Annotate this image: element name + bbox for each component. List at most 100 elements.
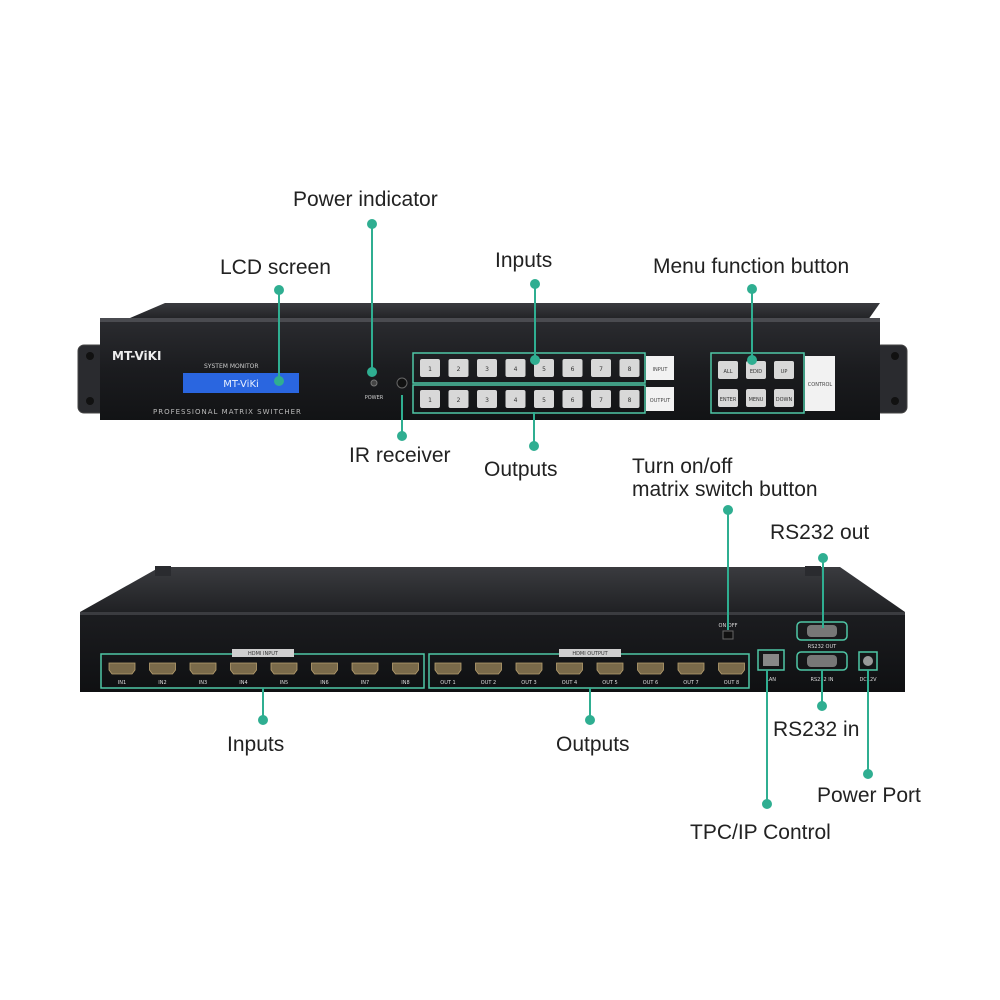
callout-outputs-rear: Outputs <box>556 733 630 756</box>
menu-button-menu[interactable] <box>746 389 766 407</box>
hdmi-input-title: HDMI INPUT <box>248 651 279 657</box>
input-button-8[interactable] <box>619 359 640 377</box>
hdmi-output-port-label: OUT 3 <box>521 680 536 686</box>
input-button-5[interactable] <box>534 359 554 377</box>
menu-button-edid[interactable] <box>746 361 766 379</box>
hdmi-output-port-8 <box>718 662 745 675</box>
hdmi-output-port-3 <box>515 662 543 675</box>
rear-unit-top <box>80 567 905 612</box>
leader-dot <box>367 219 377 229</box>
output-button-4[interactable] <box>505 390 526 408</box>
callout-ir-receiver: IR receiver <box>349 444 451 467</box>
input-button-label: 6 <box>571 366 575 373</box>
ir-receiver <box>396 377 408 389</box>
hdmi-input-port-label: IN5 <box>280 680 288 686</box>
hdmi-input-port-4 <box>230 662 257 675</box>
leader-dot <box>817 701 827 711</box>
hdmi-input-port-label: IN7 <box>361 680 369 686</box>
leader-dot <box>274 285 284 295</box>
input-button-label: 2 <box>457 366 461 373</box>
output-button-label: 2 <box>457 397 461 404</box>
output-button-label: 6 <box>571 397 575 404</box>
callout-power-indicator: Power indicator <box>293 188 438 211</box>
callout-turn-on-off-line2: matrix switch button <box>632 478 818 501</box>
input-button-label: 8 <box>628 366 632 373</box>
hdmi-input-port-label: IN2 <box>158 680 166 686</box>
menu-button-enter[interactable] <box>718 389 738 407</box>
leader-dot <box>529 441 539 451</box>
output-button-label: 8 <box>628 397 632 404</box>
leader-dot <box>274 376 284 386</box>
leader-dot <box>367 367 377 377</box>
menu-button-all[interactable] <box>718 361 738 379</box>
leader-dot <box>723 505 733 515</box>
output-button-6[interactable] <box>562 390 583 408</box>
lan-port <box>763 654 779 666</box>
power-label: POWER <box>365 395 384 401</box>
input-button-1[interactable] <box>420 359 440 377</box>
leader-dot <box>258 715 268 725</box>
front-panel-bevel <box>100 318 880 322</box>
output-button-label: 5 <box>542 397 546 404</box>
hdmi-input-port-label: IN3 <box>199 680 207 686</box>
input-button-3[interactable] <box>477 359 497 377</box>
hdmi-input-port-label: IN1 <box>118 680 126 686</box>
output-button-7[interactable] <box>591 390 611 408</box>
output-button-1[interactable] <box>420 390 440 408</box>
menu-button-down[interactable] <box>774 389 794 407</box>
hdmi-input-port-5 <box>270 662 298 675</box>
hdmi-input-port-3 <box>189 662 217 675</box>
rs232-out-port <box>807 625 837 637</box>
input-button-6[interactable] <box>562 359 583 377</box>
model-caption: PROFESSIONAL MATRIX SWITCHER <box>153 408 302 416</box>
leader-dot <box>747 284 757 294</box>
output-button-5[interactable] <box>534 390 554 408</box>
input-label: INPUT <box>653 367 669 373</box>
lan-label: LAN <box>766 677 776 683</box>
system-monitor-label: SYSTEM MONITOR <box>204 363 259 370</box>
callout-rs232-out: RS232 out <box>770 521 870 544</box>
callout-tpc-ip-control: TPC/IP Control <box>690 821 831 844</box>
output-button-2[interactable] <box>448 390 469 408</box>
input-button-label: 4 <box>514 366 518 373</box>
input-button-label: 7 <box>599 366 603 373</box>
callout-outputs-front: Outputs <box>484 458 558 481</box>
lcd-text: MT-ViKi <box>223 379 259 390</box>
rs232-out-label: RS232 OUT <box>808 644 837 650</box>
callout-menu-function-button: Menu function button <box>653 255 850 278</box>
hdmi-output-port-label: OUT 7 <box>683 680 698 686</box>
rear-panel-bevel <box>80 612 905 615</box>
rs232-in-port <box>807 655 837 667</box>
leader-dot <box>530 355 540 365</box>
hdmi-input-port-7 <box>351 662 379 675</box>
output-buttons-group <box>412 384 646 414</box>
hdmi-output-port-1 <box>434 662 462 675</box>
menu-button-label: MENU <box>749 397 764 403</box>
menu-buttons-group <box>710 352 805 414</box>
leader-dot <box>863 769 873 779</box>
output-button-label: 4 <box>514 397 518 404</box>
output-tag <box>646 387 674 411</box>
hdmi-input-port-6 <box>311 662 338 675</box>
hdmi-output-port-4 <box>556 662 583 675</box>
output-button-3[interactable] <box>477 390 497 408</box>
control-label: CONTROL <box>808 382 833 388</box>
dc-port <box>863 656 873 666</box>
output-button-8[interactable] <box>619 390 640 408</box>
menu-button-up[interactable] <box>774 361 794 379</box>
leader-dot <box>585 715 595 725</box>
input-button-2[interactable] <box>448 359 469 377</box>
output-button-label: 3 <box>485 397 489 404</box>
input-button-7[interactable] <box>591 359 611 377</box>
lan-port-frame <box>757 649 785 671</box>
callout-inputs-rear: Inputs <box>227 733 285 756</box>
rack-screw <box>86 352 94 360</box>
input-button-4[interactable] <box>505 359 526 377</box>
hdmi-input-title-tag <box>232 649 294 657</box>
output-label: OUTPUT <box>650 398 671 404</box>
hdmi-input-port-label: IN4 <box>239 680 247 686</box>
front-unit-top <box>130 303 880 320</box>
